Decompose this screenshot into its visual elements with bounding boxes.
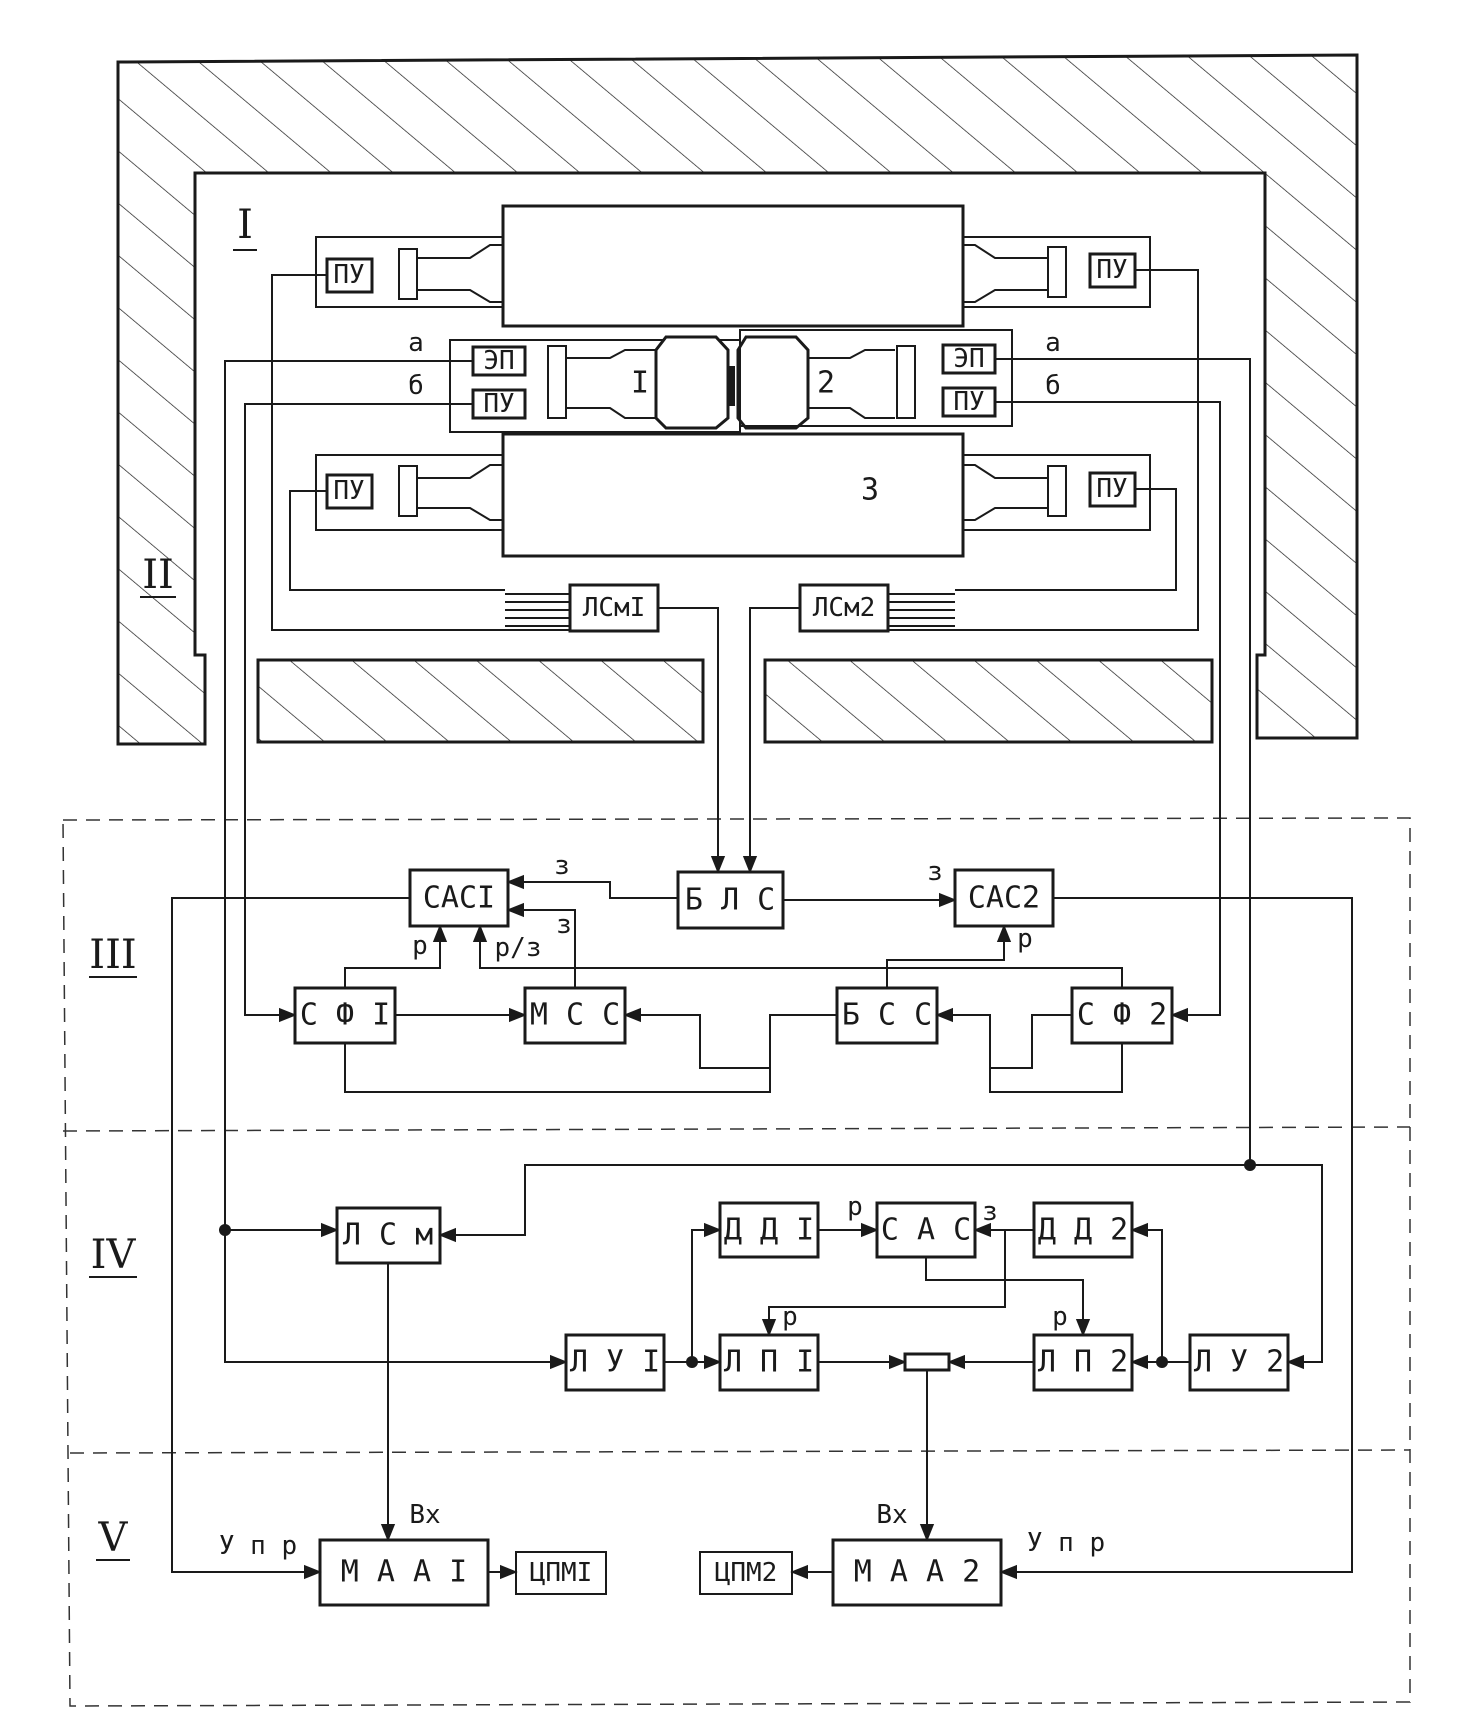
ep-right [941, 343, 997, 375]
zone-label-II: II [142, 552, 174, 598]
input-label-maa2: Вх [876, 1500, 907, 1530]
signal-r-cac1: р [412, 931, 428, 961]
zone-label-IV: IV [91, 1232, 137, 1278]
control-label-maa2: У п р [1027, 1528, 1105, 1558]
lsm-label: Л С м [343, 1218, 433, 1253]
pmt-top-right [1047, 246, 1067, 298]
pu-label: ПУ [953, 387, 984, 417]
sf2-label: С Ф 2 [1077, 998, 1167, 1033]
inner-shield-right [763, 658, 1214, 744]
cac-label: С А С [881, 1213, 971, 1248]
sf1-label: С Ф I [300, 998, 390, 1033]
pmt-top-left [398, 248, 418, 300]
signal-a-right: а [1045, 328, 1061, 358]
pmt-2 [896, 345, 916, 419]
lu1-label: Л У I [570, 1345, 660, 1380]
outer-shield [116, 53, 1359, 746]
radiation-source [727, 366, 735, 406]
blc-label: Б Л С [685, 883, 775, 918]
zone-boundaries [62, 817, 1411, 1707]
bcc-label: Б С С [842, 998, 932, 1033]
ep-label: ЭП [483, 346, 514, 376]
bottom-scintillator [501, 432, 965, 558]
detector-assembly: ПУ ПУ ЭП ПУ I 2 ЭП ПУ 3 ПУ П [315, 204, 1151, 633]
cpm2-label: ЦПМ2 [715, 1558, 778, 1588]
maa1-label: М А А I [341, 1555, 467, 1590]
pmt-top-right-pu [1088, 252, 1137, 289]
control-label-maa1: У п р [219, 1531, 297, 1561]
lp2-label: Л П 2 [1038, 1345, 1128, 1380]
signal-r-lp2: р [1052, 1302, 1068, 1332]
pu-label: ПУ [1096, 474, 1127, 504]
signal-z-mcc: з [556, 910, 572, 940]
boundary-III-IV [62, 1126, 1411, 1132]
lsm2-label: ЛСм2 [813, 593, 876, 623]
lu2-block [1188, 1333, 1290, 1392]
zone-label-I: I [237, 202, 253, 248]
analysis-blocks: Л С м Д Д I С А С Д Д 2 Л У I Л П I Л П … [335, 1192, 1290, 1392]
signal-z-cac1: з [554, 851, 570, 881]
input-label-maa1: Вх [409, 1500, 440, 1530]
boundary-IV-V [69, 1449, 1411, 1454]
pu-label: ПУ [333, 476, 364, 506]
zone-labels: I II III IV V [89, 202, 257, 1561]
signal-b-right: б [1045, 371, 1061, 401]
pu-label: ПУ [483, 389, 514, 419]
detector-1-label: I [631, 366, 649, 401]
cac2-label: САС2 [968, 881, 1040, 916]
cac1-block [408, 868, 510, 928]
pmt-bottom-right [1047, 465, 1067, 517]
signal-z-cac: з [982, 1197, 998, 1227]
lsm1-inputs [505, 593, 570, 627]
signal-rz-cac1: р/з [495, 933, 542, 963]
cac1-label: САСI [423, 881, 495, 916]
pmt-bottom-left [398, 465, 418, 517]
pu-label: ПУ [1096, 255, 1127, 285]
dd1-label: Д Д I [724, 1213, 814, 1248]
output-blocks: М А А I ЦПМI М А А 2 ЦПМ2 Вх Вх У п р У … [219, 1500, 1105, 1607]
signal-a-left: а [408, 328, 424, 358]
cpm1-label: ЦПМI [530, 1558, 593, 1588]
detector-2-housing [739, 329, 1013, 427]
wiring [171, 269, 1353, 1580]
signal-z-cac2: з [927, 857, 943, 887]
detector-3-label: 3 [861, 473, 879, 508]
lsm2-block [798, 583, 890, 633]
crystal-2 [736, 335, 810, 430]
signal-r-cac2: р [1017, 924, 1033, 954]
maa2-label: М А А 2 [854, 1555, 980, 1590]
dd1-block [718, 1201, 820, 1259]
signal-r-dd1: р [847, 1192, 863, 1222]
pu-label: ПУ [333, 260, 364, 290]
detector-2-label: 2 [817, 366, 835, 401]
cac2-block [953, 868, 1055, 928]
ep-label: ЭП [953, 344, 984, 374]
crystal-1 [654, 335, 730, 430]
signal-b-left: б [408, 371, 424, 401]
dd2-label: Д Д 2 [1038, 1213, 1128, 1248]
top-scintillator [501, 204, 965, 328]
lu2-label: Л У 2 [1194, 1345, 1284, 1380]
lp2-block [1032, 1333, 1134, 1392]
zone-label-III: III [89, 932, 136, 978]
zone-label-V: V [98, 1515, 129, 1561]
inner-shield-left [256, 658, 705, 744]
lsm1-label: ЛСмI [583, 593, 646, 623]
pmt-1 [547, 345, 567, 419]
lp1-block [718, 1333, 820, 1392]
electronics-frame [62, 817, 1411, 1707]
shielding [116, 53, 1359, 746]
pu-left [471, 388, 527, 420]
signal-r-lp1: р [782, 1302, 798, 1332]
sf1-block [293, 986, 397, 1045]
t-junction [903, 1352, 951, 1372]
mcc-label: М С С [530, 998, 620, 1033]
lsm2-inputs [888, 593, 955, 627]
lp1-label: Л П I [724, 1345, 814, 1380]
pmt-top-left-pu [325, 257, 374, 294]
ep-left [471, 345, 527, 377]
